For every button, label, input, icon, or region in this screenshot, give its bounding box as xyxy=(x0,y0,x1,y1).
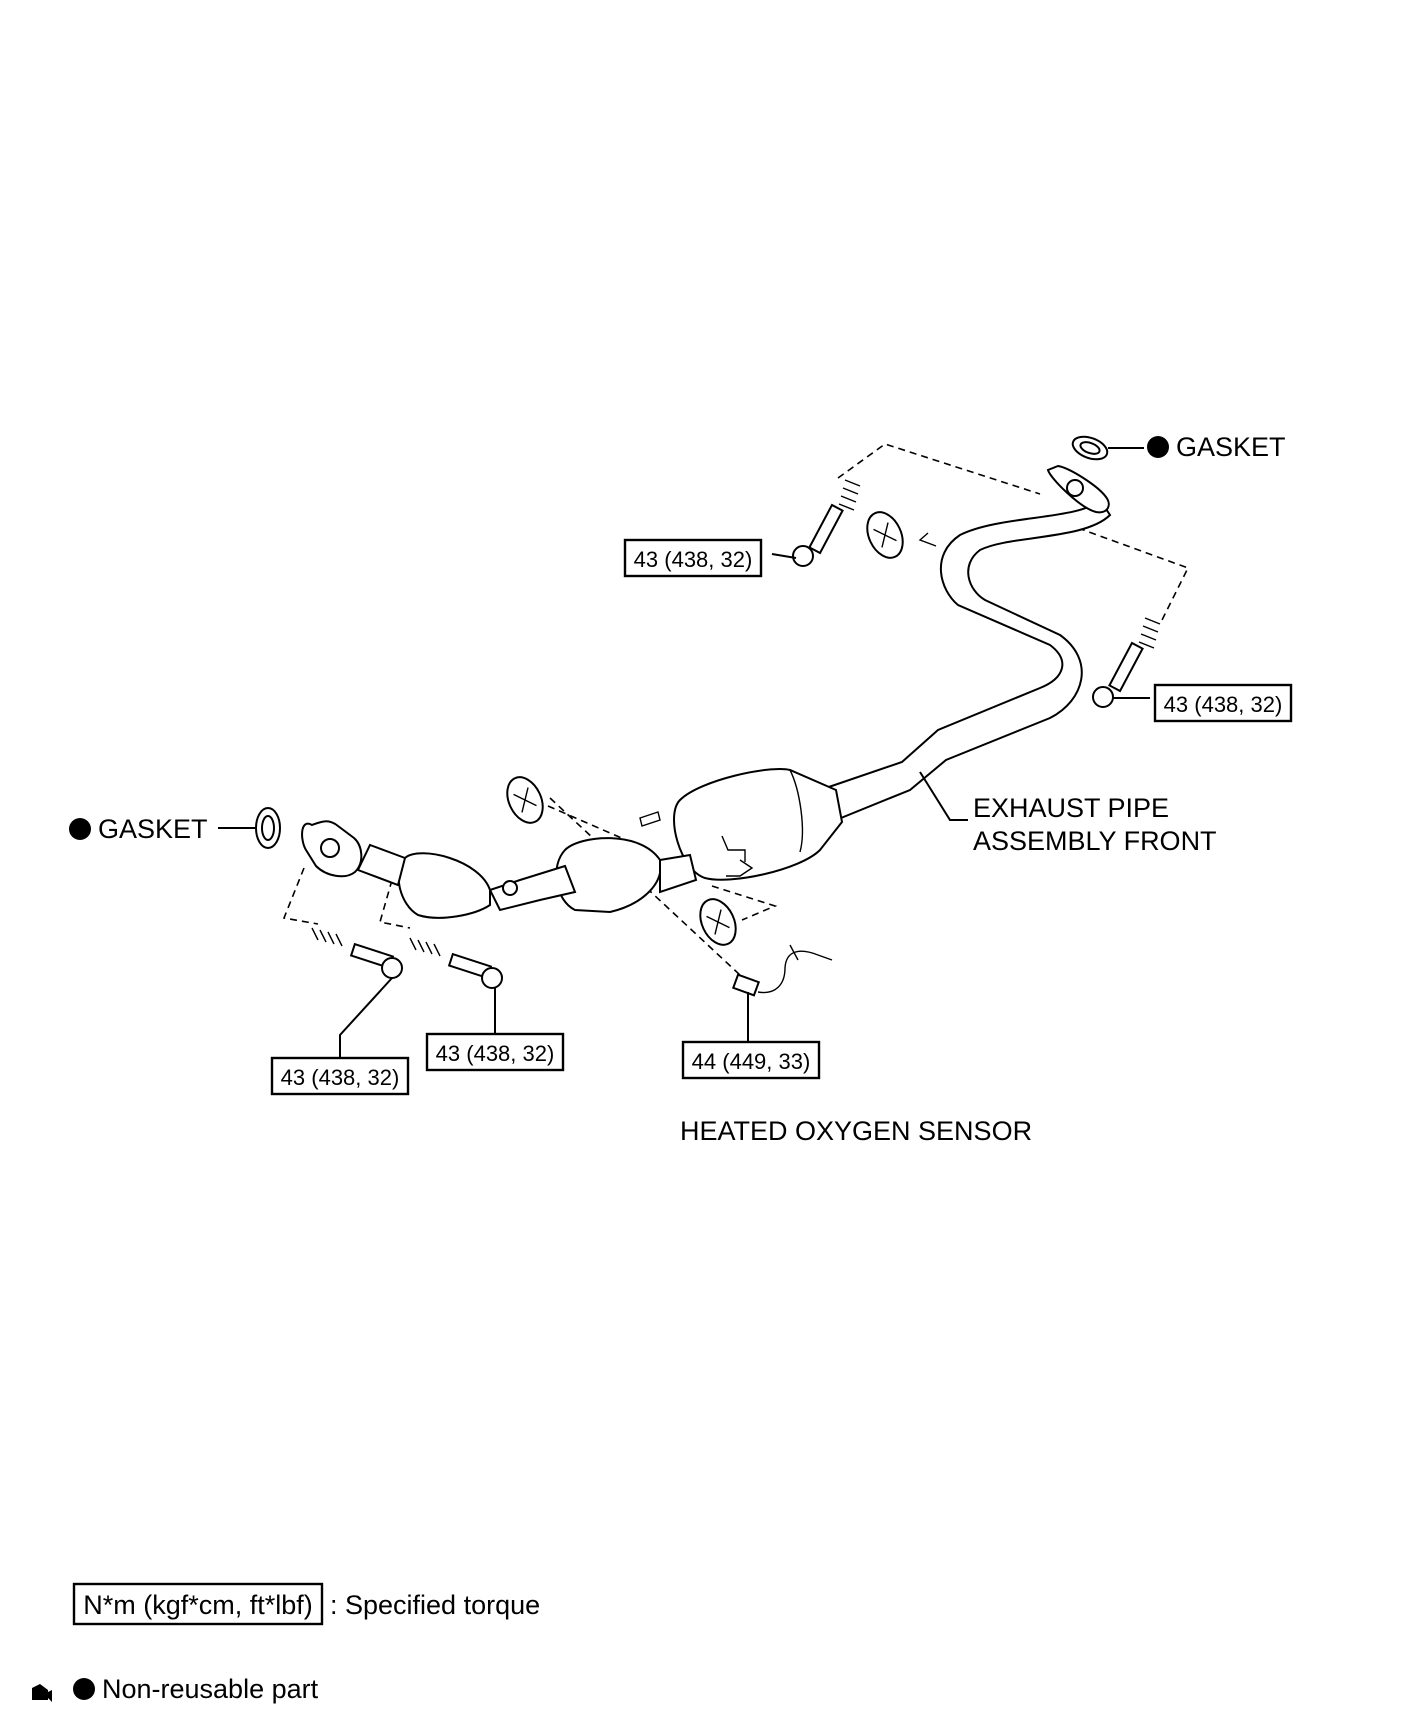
torque-value: 44 (449, 33) xyxy=(692,1049,811,1074)
bolt-lower-left xyxy=(311,927,403,979)
oxygen-sensor-part xyxy=(731,944,833,997)
heated-oxygen-sensor-label: HEATED OXYGEN SENSOR xyxy=(680,1116,1032,1146)
exhaust-pipe xyxy=(356,498,1112,919)
bolt-upper-left xyxy=(792,479,861,567)
legend: N*m (kgf*cm, ft*lbf) : Specified torque … xyxy=(32,1582,540,1704)
bolt-upper-right xyxy=(1092,617,1161,708)
filled-circle-icon xyxy=(1147,436,1169,458)
torque-box-oxygen-sensor: 44 (449, 33) xyxy=(681,1040,821,1080)
filled-circle-icon xyxy=(73,1678,95,1700)
torque-box-lower-middle: 43 (438, 32) xyxy=(425,1032,565,1072)
torque-box-upper-left: 43 (438, 32) xyxy=(623,538,763,578)
legend-torque-desc: : Specified torque xyxy=(330,1590,540,1620)
filled-circle-icon xyxy=(69,818,91,840)
front-flange xyxy=(301,820,363,878)
legend-non-reusable-desc: Non-reusable part xyxy=(102,1674,319,1704)
rear-flange xyxy=(1046,464,1110,514)
legend-torque-unit: N*m (kgf*cm, ft*lbf) xyxy=(83,1590,313,1620)
exhaust-pipe-label-line2: ASSEMBLY FRONT xyxy=(973,826,1217,856)
gasket-left-part xyxy=(255,807,281,849)
torque-box-lower-left: 43 (438, 32) xyxy=(270,1056,410,1096)
bolt-lower-middle xyxy=(409,937,503,989)
torque-value: 43 (438, 32) xyxy=(1164,692,1283,717)
rubber-hangers xyxy=(506,511,904,946)
leader-lines xyxy=(218,447,1150,1058)
gasket-top-part xyxy=(1071,435,1109,461)
gasket-left-label: GASKET xyxy=(98,814,208,844)
torque-value: 43 (438, 32) xyxy=(436,1041,555,1066)
exhaust-pipe-label-line1: EXHAUST PIPE xyxy=(973,793,1169,823)
torque-value: 43 (438, 32) xyxy=(281,1065,400,1090)
gasket-top-label: GASKET xyxy=(1176,432,1286,462)
assembly-dashed-lines xyxy=(282,443,1190,976)
torque-box-upper-right: 43 (438, 32) xyxy=(1153,683,1293,723)
small-glyph-icon xyxy=(32,1684,52,1702)
torque-value: 43 (438, 32) xyxy=(634,547,753,572)
